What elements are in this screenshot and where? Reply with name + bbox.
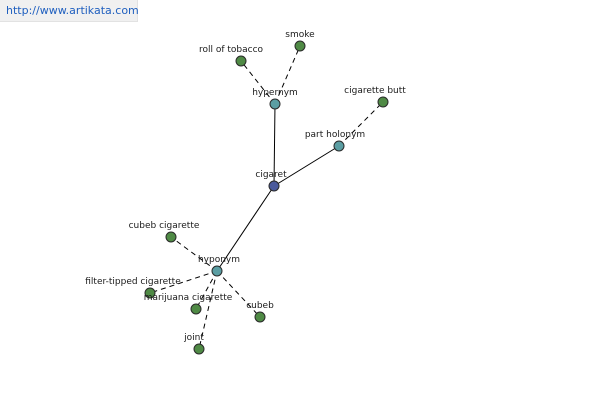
node-smoke[interactable] <box>294 40 306 52</box>
node-hypernym[interactable] <box>269 98 281 110</box>
node-label-roll-of-tobacco: roll of tobacco <box>199 45 264 55</box>
node-label-smoke: smoke <box>285 30 315 40</box>
node-label-cigarette-butt: cigarette butt <box>344 86 406 96</box>
edge-hyponym-to-cubeb <box>216 270 261 318</box>
node-cigaret[interactable] <box>268 180 280 192</box>
node-label-hyponym: hyponym <box>198 255 240 265</box>
node-cubeb[interactable] <box>254 311 266 323</box>
node-label-hypernym: hypernym <box>252 88 298 98</box>
source-bar: http://www.artikata.com <box>0 0 139 22</box>
node-label-cigaret: cigaret <box>255 170 287 180</box>
node-label-marijuana-cigarette: marijuana cigarette <box>144 293 233 303</box>
node-part-holonym[interactable] <box>333 140 345 152</box>
node-label-cubeb-cigarette: cubeb cigarette <box>129 221 200 231</box>
node-label-part-holonym: part holonym <box>305 130 365 140</box>
node-roll-of-tobacco[interactable] <box>235 55 247 67</box>
node-marijuana-cigarette[interactable] <box>190 303 202 315</box>
source-link[interactable]: http://www.artikata.com <box>6 4 139 17</box>
node-layer <box>144 40 389 355</box>
edge-hyponym-to-cubeb-cigarette <box>170 236 218 272</box>
edge-layer <box>149 45 384 350</box>
edge-hypernym-to-roll-of-tobacco <box>240 60 276 105</box>
node-filter-tipped-cigarette[interactable] <box>144 287 156 299</box>
node-label-cubeb: cubeb <box>246 301 274 311</box>
node-label-joint: joint <box>183 333 204 343</box>
node-label-filter-tipped-cigarette: filter-tipped cigarette <box>85 277 181 287</box>
node-cigarette-butt[interactable] <box>377 96 389 108</box>
edge-hyponym-to-joint <box>198 270 218 350</box>
edge-cigaret-to-part-holonym <box>273 145 340 187</box>
edge-part-holonym-to-cigarette-butt <box>338 101 384 147</box>
node-hyponym[interactable] <box>211 265 223 277</box>
edge-cigaret-to-hypernym <box>273 103 276 187</box>
edge-hyponym-to-marijuana-cigarette <box>195 270 218 310</box>
label-layer: cigaret hypernym part holonym hyponym roll o… <box>85 30 406 343</box>
node-cubeb-cigarette[interactable] <box>165 231 177 243</box>
edge-hypernym-to-smoke <box>274 45 301 105</box>
edge-cigaret-to-hyponym <box>216 185 275 272</box>
node-joint[interactable] <box>193 343 205 355</box>
edge-hyponym-to-filter-tipped-cigarette <box>149 270 218 294</box>
